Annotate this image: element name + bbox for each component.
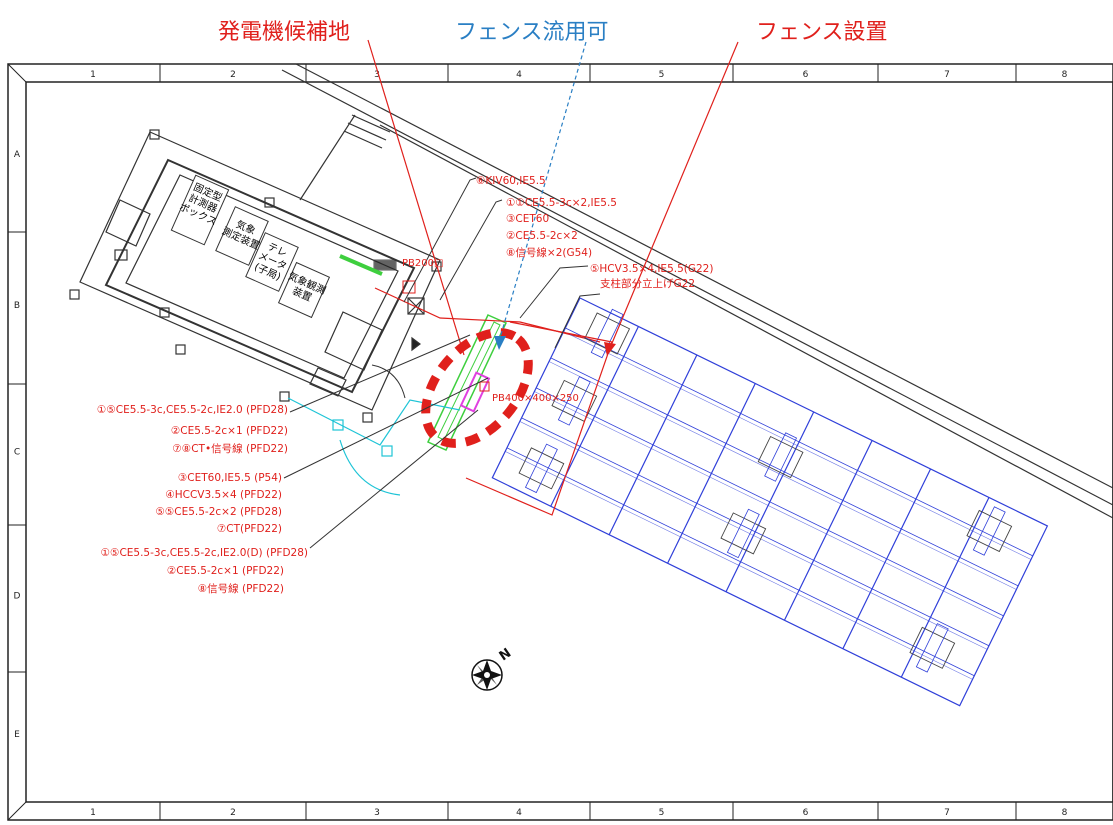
column-label-8-bottom: 8 <box>1062 808 1068 818</box>
leader-lines <box>283 39 739 549</box>
column-labels: 1 1 2 2 3 3 4 4 5 5 6 6 7 7 8 8 <box>90 70 1068 818</box>
svg-text:②CE5.5-2c×1 (PFD22): ②CE5.5-2c×1 (PFD22) <box>167 565 284 577</box>
left-cable-labels-2: ③CET60,IE5.5 (P54) ④HCCV3.5×4 (PFD22) ⑤⑤… <box>155 472 282 535</box>
left-cable-labels-3: ①⑤CE5.5-3c,CE5.5-2c,IE2.0(D) (PFD28) ②CE… <box>101 547 308 595</box>
fence-install-callout: フェンス設置 <box>756 20 888 45</box>
row-label-D: D <box>14 592 21 602</box>
svg-text:⑦⑧CT•信号線 (PFD22): ⑦⑧CT•信号線 (PFD22) <box>172 442 288 455</box>
top-cable-labels: ⑥KIV60,IE5.5 ①①CE5.5-3c×2,IE5.5 ③CET60 ②… <box>476 175 713 290</box>
column-label-6-bottom: 6 <box>803 808 809 818</box>
row-label-C: C <box>14 448 20 458</box>
cable-label-ce55-2c: ②CE5.5-2c×2 <box>506 230 578 242</box>
column-label-3-bottom: 3 <box>374 808 380 818</box>
building-equipment-panels: 固定型計測器ボックス 気象測定装置 テレメータ(子局) 気象観測装置 <box>170 174 331 319</box>
road-lines <box>281 63 1113 519</box>
pull-box-400-label: PB400×400×250 <box>492 393 579 404</box>
column-label-7-top: 7 <box>944 70 950 80</box>
pull-box-200-label: PB200□ <box>402 258 443 269</box>
fence-reuse-callout: フェンス流用可 <box>455 20 609 45</box>
svg-text:⑦CT(PFD22): ⑦CT(PFD22) <box>217 523 282 535</box>
cable-label-kiv60: ⑥KIV60,IE5.5 <box>476 175 546 187</box>
column-label-1-bottom: 1 <box>90 808 96 818</box>
column-label-6-top: 6 <box>803 70 809 80</box>
svg-text:①⑤CE5.5-3c,CE5.5-2c,IE2.0 (PFD: ①⑤CE5.5-3c,CE5.5-2c,IE2.0 (PFD28) <box>97 404 288 416</box>
cable-label-column-riser: 支柱部分立上げG22 <box>600 277 695 290</box>
cyan-outline <box>287 397 461 496</box>
cable-label-hcv35: ⑤HCV3.5×4,IE5.5(G22) <box>590 263 713 275</box>
column-label-4-top: 4 <box>516 70 522 80</box>
cable-label-ce55-3c: ①①CE5.5-3c×2,IE5.5 <box>506 197 617 209</box>
svg-text:⑤⑤CE5.5-2c×2 (PFD28): ⑤⑤CE5.5-2c×2 (PFD28) <box>155 506 282 518</box>
svg-text:②CE5.5-2c×1 (PFD22): ②CE5.5-2c×1 (PFD22) <box>171 425 288 437</box>
column-label-2-bottom: 2 <box>230 808 236 818</box>
column-label-7-bottom: 7 <box>944 808 950 818</box>
column-label-4-bottom: 4 <box>516 808 522 818</box>
row-labels: A B C D E <box>14 150 21 740</box>
svg-text:①⑤CE5.5-3c,CE5.5-2c,IE2.0(D) (: ①⑤CE5.5-3c,CE5.5-2c,IE2.0(D) (PFD28) <box>101 547 308 559</box>
equipment-building <box>69 129 442 423</box>
column-label-5-bottom: 5 <box>659 808 665 818</box>
svg-text:③CET60,IE5.5 (P54): ③CET60,IE5.5 (P54) <box>178 472 282 484</box>
left-cable-labels-1: ①⑤CE5.5-3c,CE5.5-2c,IE2.0 (PFD28) ②CE5.5… <box>97 404 288 455</box>
column-label-1-top: 1 <box>90 70 96 80</box>
north-arrow-icon: N <box>471 646 515 691</box>
svg-text:④HCCV3.5×4 (PFD22): ④HCCV3.5×4 (PFD22) <box>165 489 282 501</box>
row-label-A: A <box>14 150 21 160</box>
row-label-E: E <box>14 730 20 740</box>
column-label-2-top: 2 <box>230 70 236 80</box>
svg-text:N: N <box>497 646 515 665</box>
solar-panel-array <box>491 297 1049 707</box>
row-label-B: B <box>14 301 20 311</box>
svg-text:⑧信号線 (PFD22): ⑧信号線 (PFD22) <box>198 582 284 595</box>
drawing-frame <box>7 63 1113 821</box>
fence-install-outline <box>465 321 613 516</box>
column-label-3-top: 3 <box>374 70 380 80</box>
column-label-5-top: 5 <box>659 70 665 80</box>
cable-label-signal: ⑧信号線×2(G54) <box>506 246 592 259</box>
generator-candidate-marker <box>421 328 533 448</box>
generator-site-callout: 発電機候補地 <box>218 20 351 45</box>
cable-label-cet60: ③CET60 <box>506 213 549 225</box>
green-cable-run <box>339 254 383 276</box>
column-label-8-top: 8 <box>1062 70 1068 80</box>
